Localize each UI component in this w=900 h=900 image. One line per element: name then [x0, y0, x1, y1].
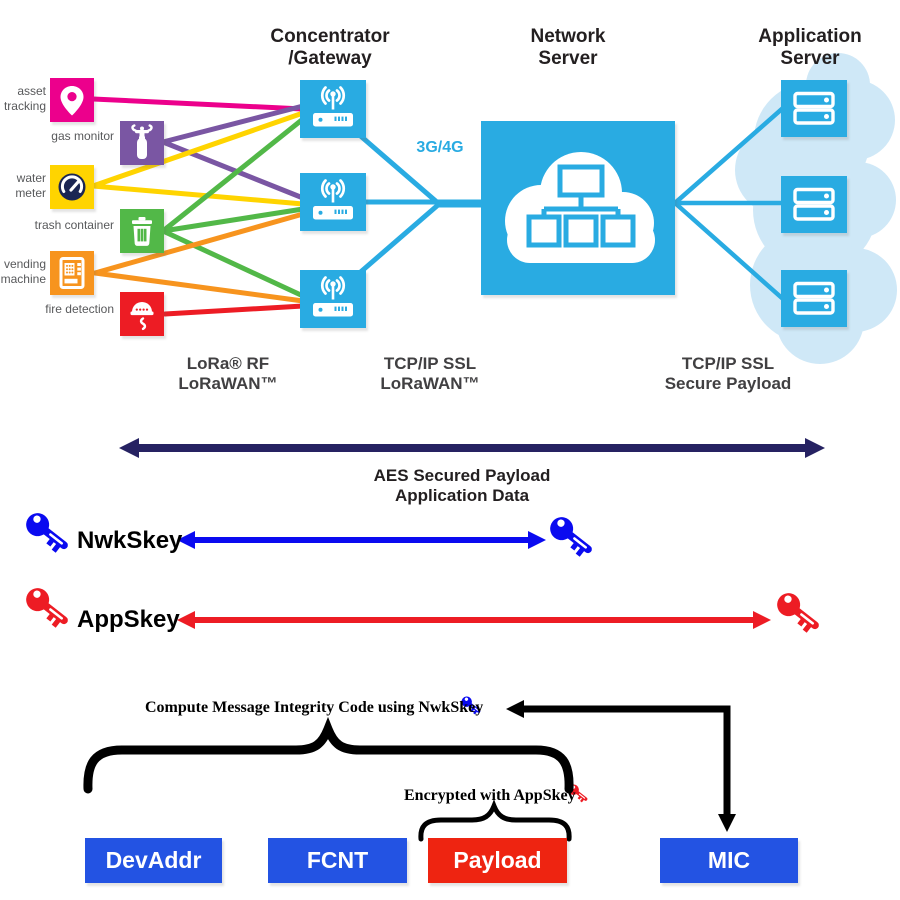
antenna-router-icon	[313, 86, 353, 127]
antenna-router-icon	[313, 179, 353, 220]
protocol-label-tcpip-lorawan: TCP/IP SSL LoRaWAN™	[380, 354, 480, 394]
trash-icon	[132, 217, 152, 246]
appskey-icon-left	[20, 582, 76, 633]
protocol-label-tcpip-secure: TCP/IP SSL Secure Payload	[664, 354, 792, 394]
device-gas-monitor	[120, 121, 164, 165]
device-label-gas-monitor: gas monitor	[51, 129, 114, 143]
device-water-meter	[50, 165, 94, 209]
gateway-2	[300, 173, 366, 231]
map-pin-icon	[60, 86, 84, 116]
device-label-water-meter: water meter	[15, 171, 46, 200]
network-server	[481, 121, 675, 295]
cellular-link-label: 3G/4G	[416, 139, 464, 156]
field-fcnt-label: FCNT	[306, 847, 369, 873]
encryption-note: Encrypted with AppSkey	[404, 787, 576, 804]
field-payload-label: Payload	[453, 847, 542, 873]
nwkskey-label: NwkSkey	[77, 527, 183, 554]
cloud-network-icon	[481, 121, 675, 295]
link-trash-gw2	[160, 206, 306, 234]
application-server-title: Application Server	[758, 26, 862, 70]
field-devaddr-label: DevAddr	[105, 847, 202, 873]
link-trash-gw1	[160, 116, 306, 234]
server-icon	[793, 281, 835, 315]
link-gw3-ns	[353, 202, 484, 279]
gateway-3	[300, 270, 366, 328]
server-icon	[793, 91, 835, 125]
link-fire-gw3	[162, 303, 306, 317]
mic-computation-note: Compute Message Integrity Code using Nwk…	[145, 699, 484, 716]
link-water-gw2	[90, 183, 306, 207]
nwkskey-scope-arrow	[177, 531, 546, 549]
antenna-router-icon	[313, 276, 353, 317]
field-mic-label: MIC	[707, 847, 751, 873]
link-asset-gw1	[90, 96, 306, 112]
device-label-trash-container: trash container	[34, 218, 114, 232]
server-icon	[793, 187, 835, 221]
device-label-fire-detection: fire detection	[45, 302, 114, 316]
aes-payload-label: AES Secured Payload Application Data	[373, 466, 551, 505]
mic-fields-brace	[83, 716, 574, 794]
payload-brace	[418, 799, 572, 842]
nwkskey-icon-left	[20, 507, 76, 558]
gateway-1	[300, 80, 366, 138]
link-gas-gw1	[160, 103, 306, 145]
gas-bottle-icon	[131, 124, 153, 159]
mic-arrow	[506, 700, 736, 832]
gateway-title: Concentrator /Gateway	[270, 26, 390, 70]
device-asset-tracking	[50, 78, 94, 122]
device-label-asset-tracking: asset tracking	[3, 84, 46, 113]
network-server-title: Network Server	[530, 26, 606, 70]
appskey-label: AppSkey	[77, 606, 180, 633]
device-trash-container	[120, 209, 164, 253]
field-mic: MIC	[660, 838, 798, 883]
app-server-2	[781, 176, 847, 233]
device-vending-machine	[50, 251, 94, 295]
app-server-1	[781, 80, 847, 137]
aes-scope-arrow	[119, 438, 825, 458]
device-label-vending-machine: vending machine	[0, 257, 46, 286]
device-fire-detection	[120, 292, 164, 336]
smoke-detector-icon	[130, 302, 154, 331]
appskey-icon-right	[771, 587, 827, 638]
app-server-3	[781, 270, 847, 327]
field-fcnt: FCNT	[268, 838, 407, 883]
appskey-scope-arrow	[177, 611, 771, 629]
link-trash-gw3	[160, 228, 306, 299]
gauge-icon	[58, 173, 86, 201]
nwkskey-icon-right	[544, 511, 600, 562]
field-devaddr: DevAddr	[85, 838, 222, 883]
protocol-label-lora: LoRa® RF LoRaWAN™	[178, 354, 278, 394]
vending-machine-icon	[59, 257, 85, 289]
field-payload: Payload	[428, 838, 567, 883]
link-gas-gw2	[160, 139, 306, 201]
